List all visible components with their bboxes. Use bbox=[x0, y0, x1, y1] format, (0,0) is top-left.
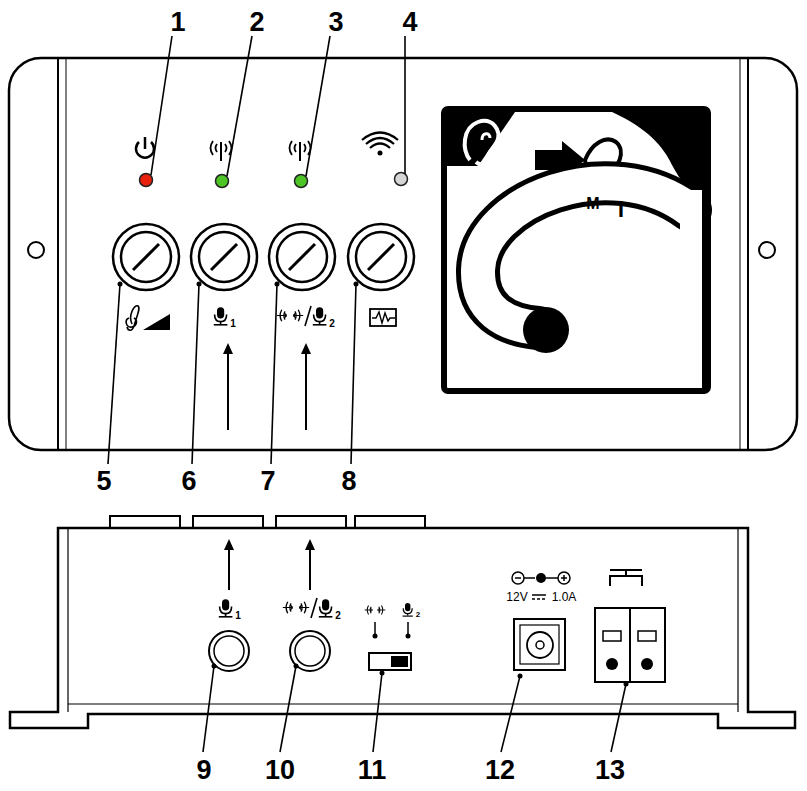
leader-dots bbox=[118, 282, 359, 287]
front-panel bbox=[9, 58, 797, 450]
led-indicators bbox=[140, 173, 408, 188]
callout-number: 2 bbox=[249, 9, 264, 36]
callout-number: 3 bbox=[328, 9, 343, 36]
callout-number: 1 bbox=[170, 9, 185, 36]
callout-number: 8 bbox=[341, 468, 356, 495]
input-jacks bbox=[209, 539, 332, 671]
callout-number: 7 bbox=[260, 468, 275, 495]
callout-number: 10 bbox=[265, 757, 295, 784]
selector-switch bbox=[365, 603, 413, 670]
side-housing bbox=[10, 516, 795, 728]
power-jack bbox=[512, 572, 570, 670]
callout-number: 12 bbox=[485, 757, 515, 784]
input-index: 1 bbox=[230, 319, 236, 329]
telecoil-letter: T bbox=[512, 148, 522, 165]
hearing-loop-illustration bbox=[444, 109, 708, 391]
input-index: 1 bbox=[235, 611, 241, 621]
status-icons bbox=[136, 133, 398, 162]
callout-number: 9 bbox=[196, 757, 211, 784]
callout-number: 5 bbox=[96, 468, 111, 495]
supply-current: 1.0A bbox=[552, 591, 577, 603]
callout-number: 11 bbox=[358, 757, 387, 784]
input-index: 2 bbox=[416, 611, 420, 619]
callout-number: 4 bbox=[402, 9, 417, 36]
supply-voltage: 12V bbox=[506, 591, 527, 603]
signal-arrows bbox=[223, 343, 311, 430]
bottom-leader-lines bbox=[203, 666, 626, 752]
input-index: 2 bbox=[335, 611, 341, 621]
input-index: 2 bbox=[329, 319, 335, 329]
mode-letter: M bbox=[586, 196, 599, 212]
adjust-knobs bbox=[113, 224, 414, 290]
callout-number: 6 bbox=[181, 468, 196, 495]
leader-lines bbox=[108, 36, 405, 464]
mode-letter: T bbox=[614, 199, 627, 221]
loop-terminal bbox=[595, 570, 665, 682]
bottom-leader-dots bbox=[212, 664, 629, 687]
callout-number: 13 bbox=[595, 757, 625, 784]
